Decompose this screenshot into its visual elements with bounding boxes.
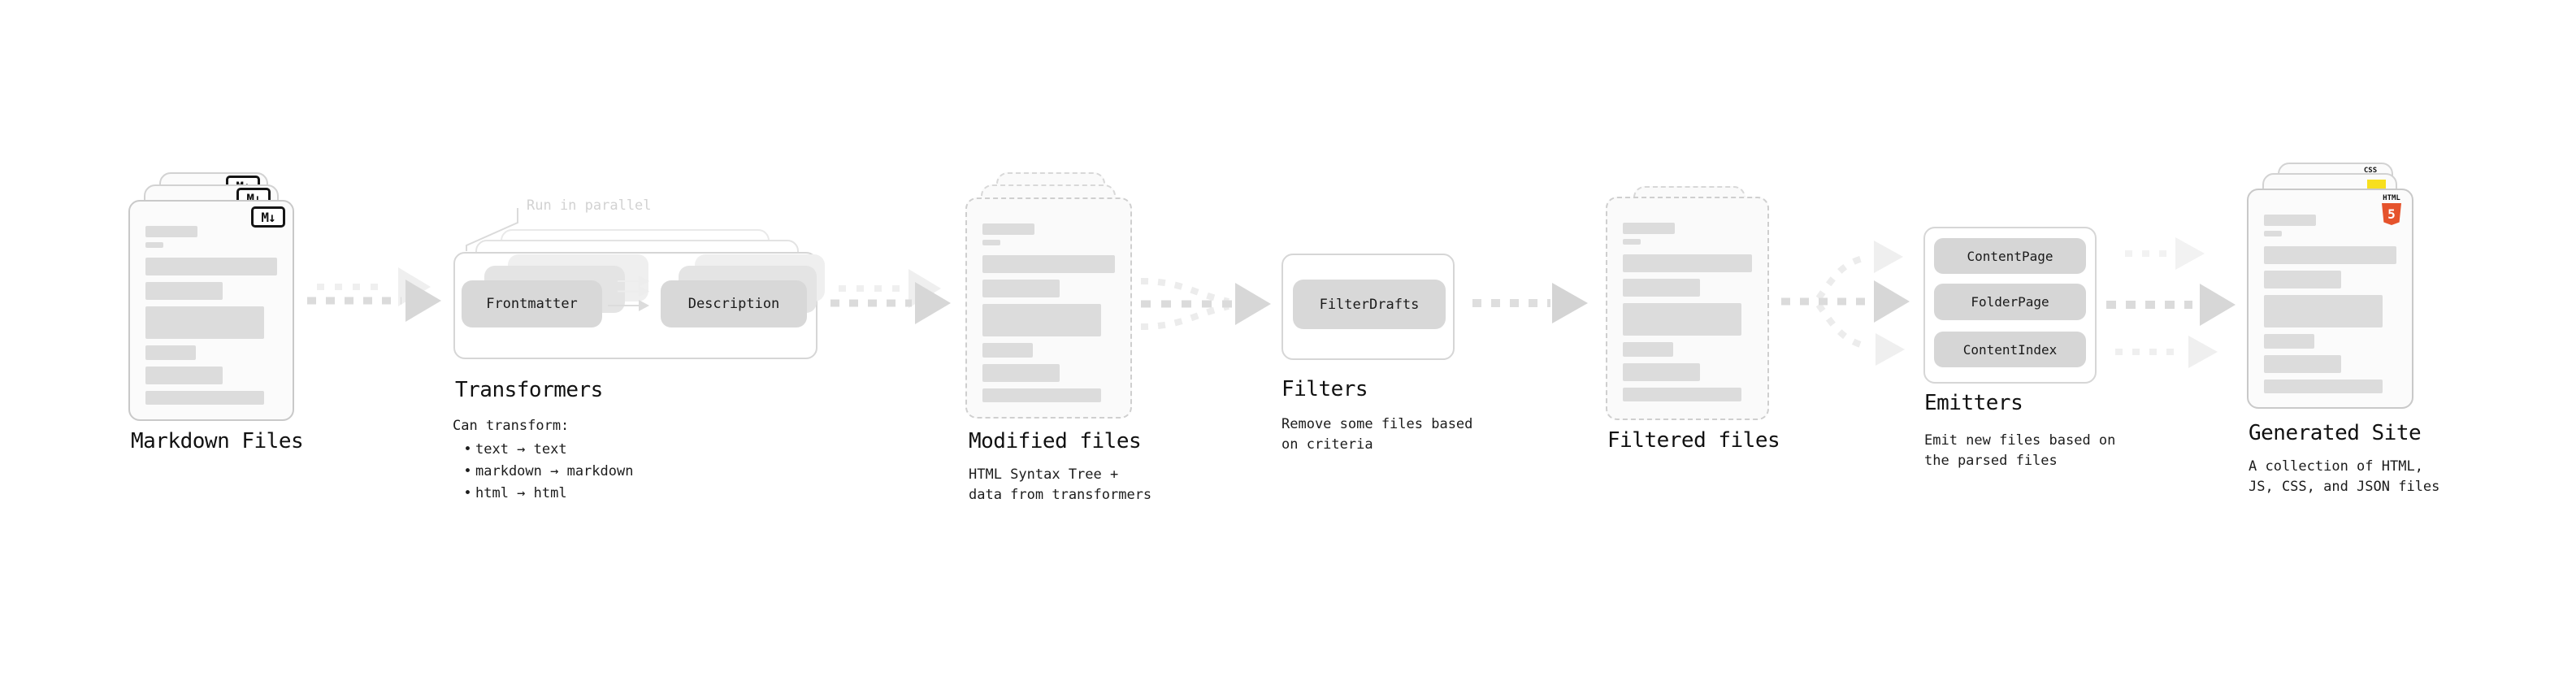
run-in-parallel-label: Run in parallel	[527, 197, 652, 214]
generated-site-desc: A collection of HTML, JS, CSS, and JSON …	[2249, 458, 2440, 495]
stage-title-markdown-files: Markdown Files	[131, 429, 304, 453]
transform-rule: •text → text	[463, 441, 567, 458]
transform-rule: •markdown → markdown	[463, 463, 634, 479]
arrow-emitters-to-generated	[2106, 237, 2236, 368]
stage-title-generated-site: Generated Site	[2249, 421, 2422, 445]
transformers-desc-heading: Can transform:	[453, 418, 570, 434]
modified-file-card-front	[965, 197, 1132, 419]
contentindex-node: ContentIndex	[1934, 332, 2086, 367]
file-skeleton	[2249, 190, 2412, 393]
arrow-transformers-to-modified	[830, 269, 951, 324]
file-skeleton	[967, 199, 1130, 402]
emitters-desc: Emit new files based on the parsed files	[1924, 432, 2116, 469]
transformers-bullet-list: •text → text •markdown → markdown •html …	[460, 439, 633, 505]
markdown-file-card-front: M↓	[128, 200, 294, 421]
description-node: Description	[661, 280, 807, 327]
modified-files-desc: HTML Syntax Tree + data from transformer…	[969, 466, 1152, 503]
file-skeleton	[130, 202, 293, 405]
stage-title-modified-files: Modified files	[969, 429, 1142, 453]
arrow-filters-to-filtered	[1472, 283, 1588, 323]
html5-icon: HTML 5	[2381, 194, 2402, 225]
file-skeleton	[1607, 198, 1767, 401]
markdown-icon: M↓	[251, 206, 285, 228]
arrow-modified-to-filters	[1140, 278, 1271, 330]
frontmatter-node: Frontmatter	[462, 280, 602, 327]
stage-title-transformers: Transformers	[455, 378, 603, 402]
generated-file-card-front: HTML 5	[2247, 189, 2413, 409]
stage-title-emitters: Emitters	[1924, 391, 2023, 415]
stage-title-filtered-files: Filtered files	[1607, 428, 1780, 453]
arrow-filtered-to-emitters	[1781, 241, 1910, 366]
filtered-file-card-front	[1606, 197, 1769, 420]
transform-rule: •html → html	[463, 485, 567, 501]
filters-desc: Remove some files based on criteria	[1281, 416, 1473, 453]
filterdrafts-node: FilterDrafts	[1293, 280, 1446, 329]
arrow-markdown-to-transformers	[307, 267, 441, 322]
folderpage-node: FolderPage	[1934, 284, 2086, 320]
stage-title-filters: Filters	[1281, 377, 1368, 401]
contentpage-node: ContentPage	[1934, 238, 2086, 274]
